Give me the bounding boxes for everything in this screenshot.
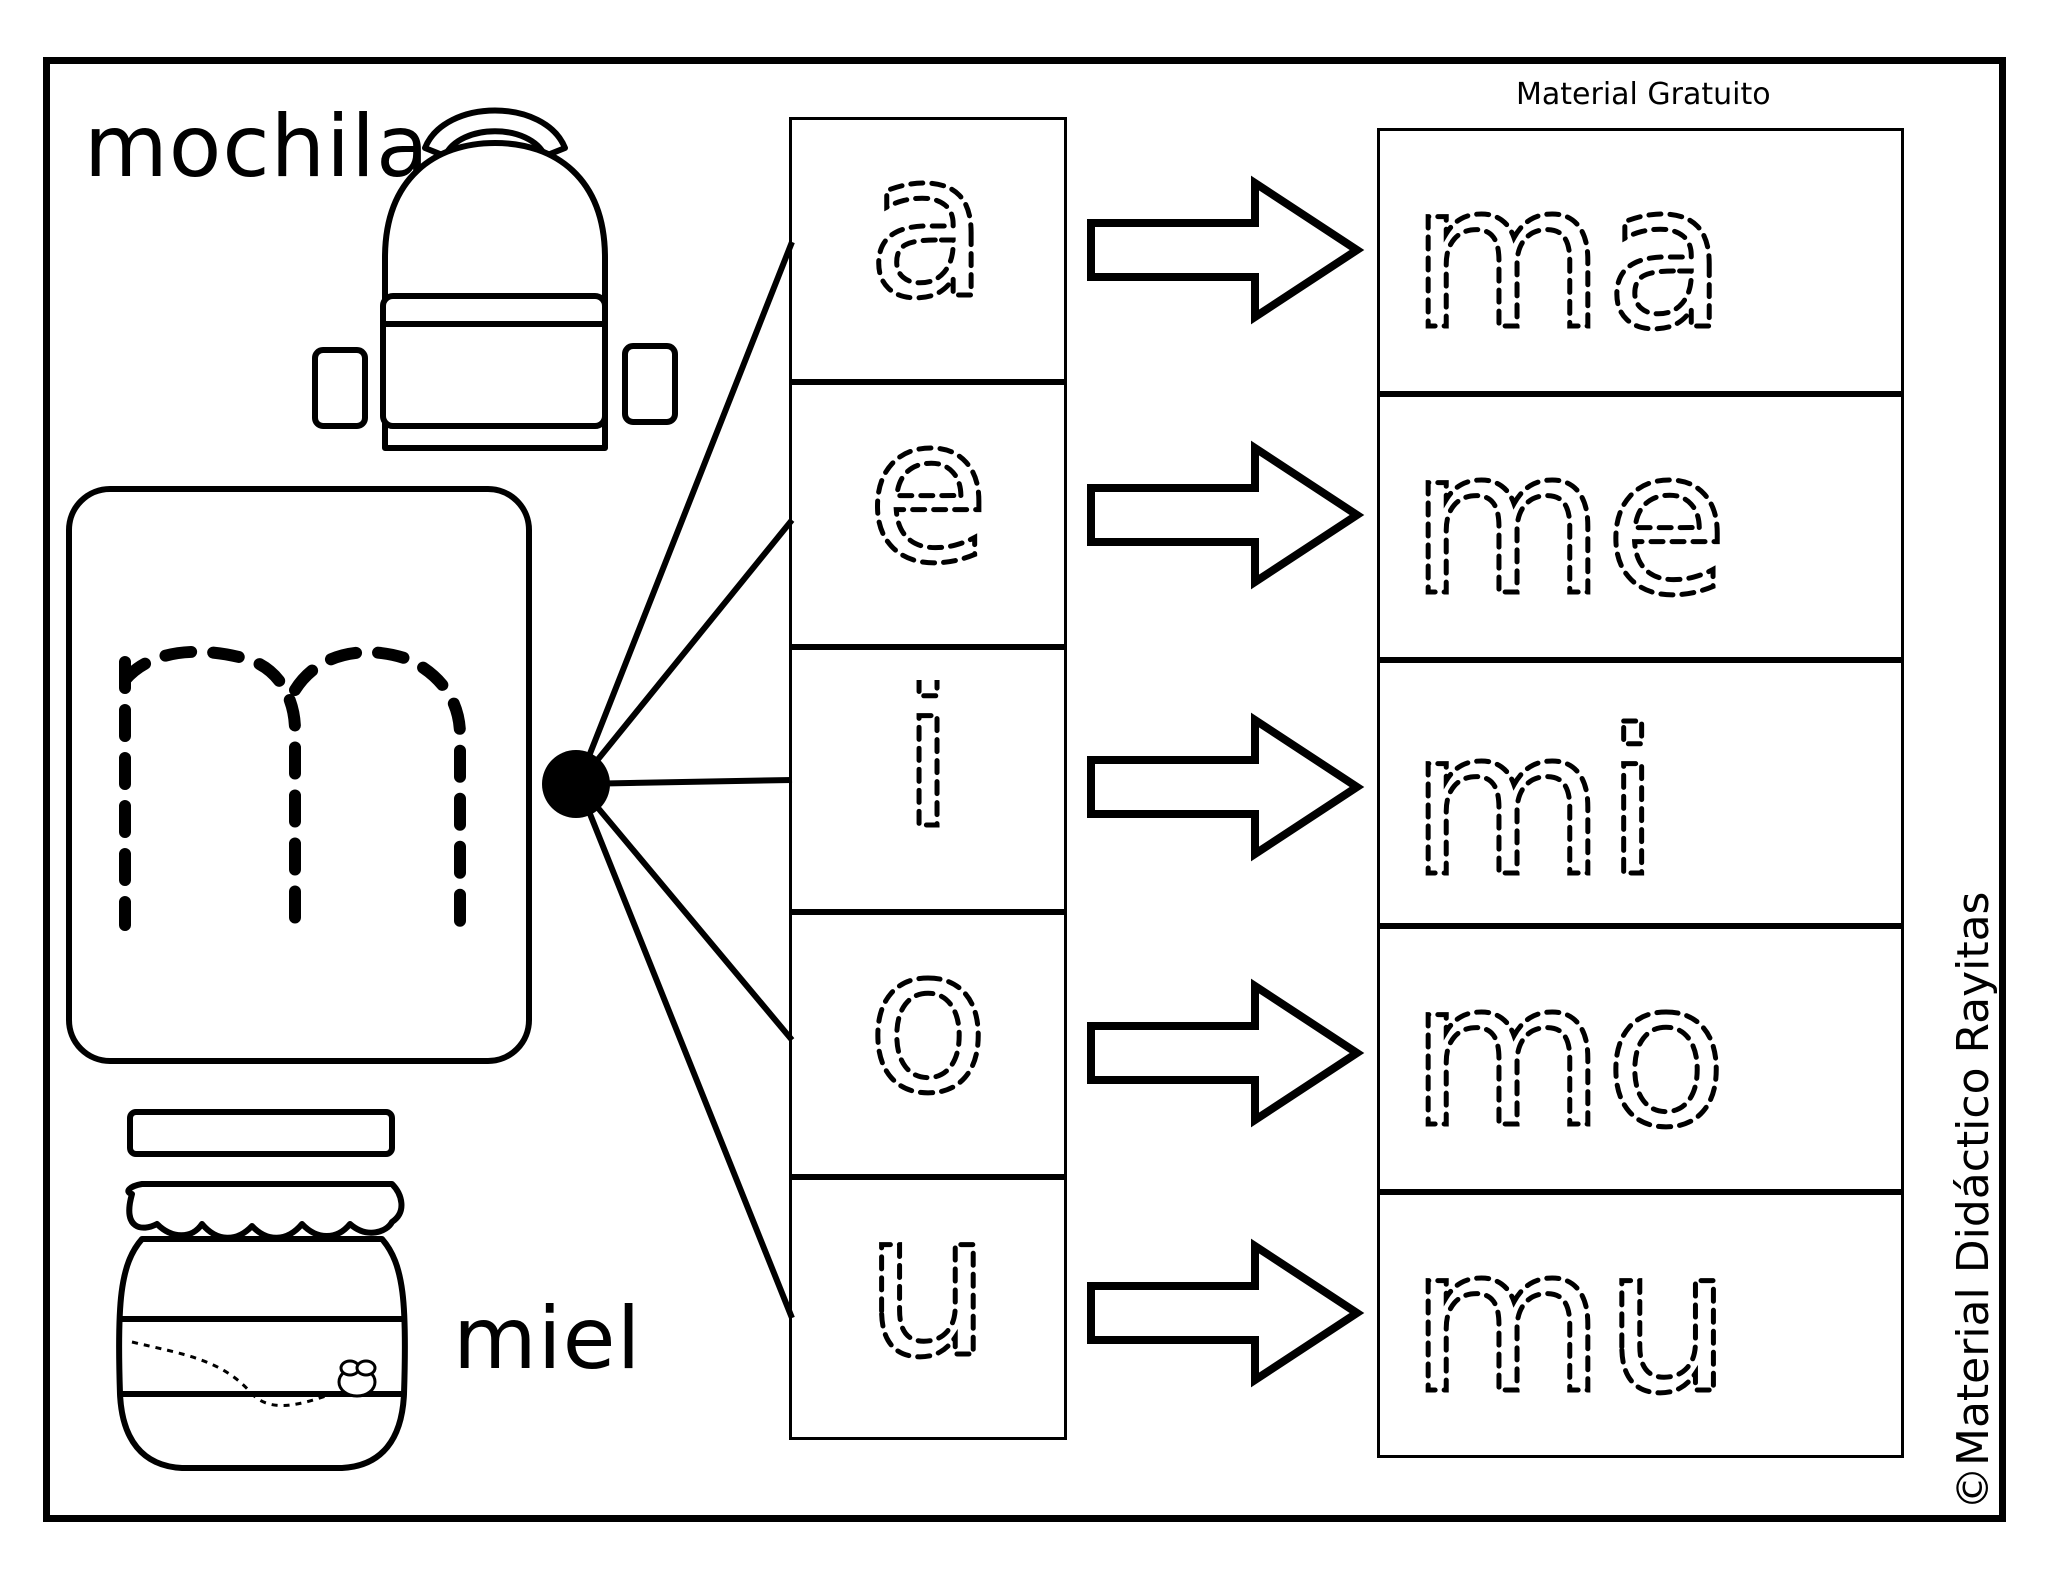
- svg-text:me: me: [1410, 407, 1728, 640]
- arrow-icon: [1087, 440, 1365, 590]
- arrow-icon: [1087, 978, 1365, 1128]
- worksheet-frame: [43, 57, 2006, 1522]
- syllable-trace: mo: [1408, 937, 1730, 1175]
- svg-text:u: u: [865, 1209, 992, 1402]
- vowel-trace: u: [862, 1209, 994, 1405]
- arrow-icon: [1087, 1238, 1365, 1388]
- syllable-box-mu: mu: [1377, 1192, 1904, 1458]
- syllable-trace: mu: [1408, 1203, 1735, 1441]
- word-miel: miel: [453, 1289, 642, 1389]
- vowel-trace: a: [864, 150, 992, 346]
- syllable-box-ma: ma: [1377, 128, 1904, 394]
- arrow-icon: [1087, 175, 1365, 325]
- syllable-trace: mi: [1408, 686, 1663, 924]
- vowel-box-i: i: [789, 647, 1067, 912]
- consonant-card: [66, 486, 532, 1064]
- consonant-trace: [119, 645, 466, 931]
- svg-text:i: i: [900, 680, 956, 873]
- svg-text:e: e: [866, 415, 989, 608]
- syllable-box-mo: mo: [1377, 926, 1904, 1192]
- vowel-box-u: u: [789, 1177, 1067, 1440]
- vowel-box-e: e: [789, 382, 1067, 647]
- honey-jar-icon: [116, 1109, 408, 1471]
- svg-text:o: o: [867, 945, 989, 1138]
- syllable-box-mi: mi: [1377, 660, 1904, 926]
- svg-text:ma: ma: [1410, 141, 1727, 374]
- backpack-icon: [312, 107, 678, 451]
- arrow-icon: [1087, 712, 1365, 862]
- syllable-trace: ma: [1408, 139, 1730, 377]
- syllable-trace: me: [1408, 405, 1731, 643]
- vowel-trace: o: [864, 945, 991, 1141]
- vowel-trace: e: [864, 415, 992, 611]
- header-note: Material Gratuito: [1516, 77, 1771, 112]
- word-mochila: mochila: [84, 97, 430, 197]
- syllable-box-me: me: [1377, 394, 1904, 660]
- credit-text: ©Material Didáctico Rayitas: [1948, 891, 1999, 1510]
- svg-text:mo: mo: [1410, 939, 1727, 1172]
- svg-text:a: a: [867, 150, 990, 343]
- vowel-box-o: o: [789, 912, 1067, 1177]
- vowel-box-a: a: [789, 117, 1067, 382]
- svg-text:mu: mu: [1410, 1205, 1732, 1438]
- vowel-trace: i: [898, 680, 959, 876]
- svg-text:mi: mi: [1410, 688, 1660, 921]
